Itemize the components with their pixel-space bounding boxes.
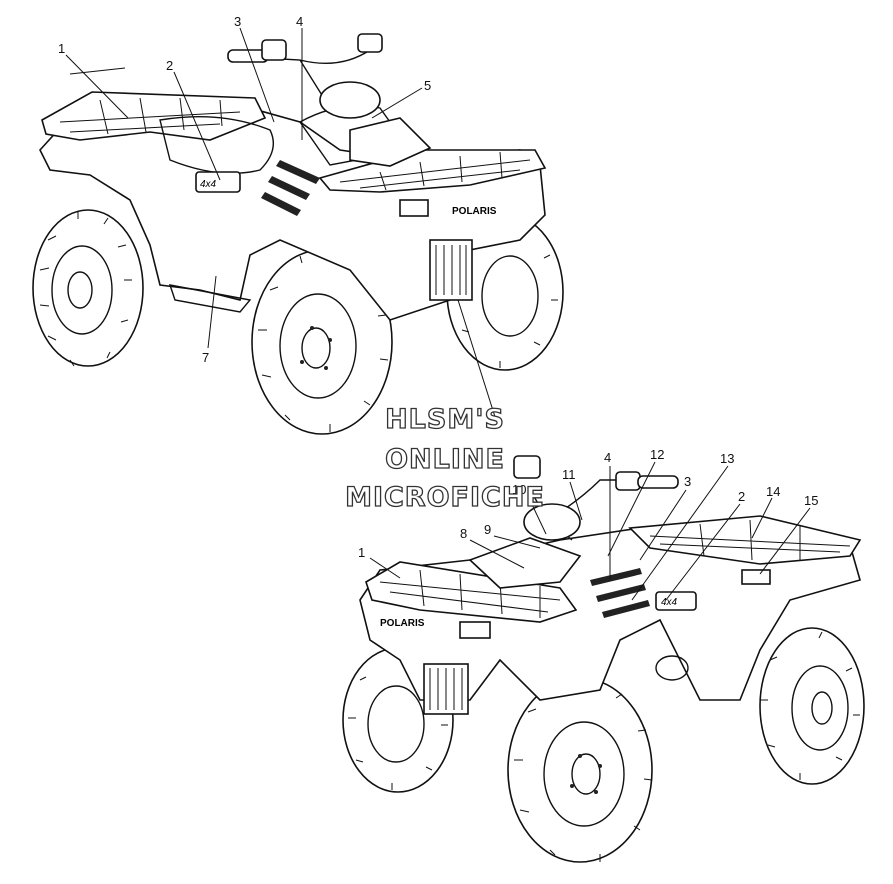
brand-decal-bottom: POLARIS xyxy=(380,618,425,629)
top-callout-1: 1 xyxy=(58,41,65,56)
watermark-line-2: ONLINE xyxy=(385,444,505,475)
top-callout-7: 7 xyxy=(202,350,209,365)
bottom-callout-11: 11 xyxy=(562,467,576,482)
bottom-callout-2: 2 xyxy=(738,489,745,504)
atv-front-right-view: POLARIS 4x4 xyxy=(342,455,865,863)
top-callout-2: 2 xyxy=(166,58,173,73)
bottom-callout-13: 13 xyxy=(720,451,734,466)
brand-decal-top: POLARIS xyxy=(452,206,497,217)
bottom-leader-lines xyxy=(369,461,811,601)
bottom-callout-12: 12 xyxy=(650,447,664,462)
top-callouts: 1 2 3 4 5 7 xyxy=(58,14,431,365)
top-leader-lines xyxy=(65,27,497,421)
bottom-callout-10: 10 xyxy=(512,482,526,497)
watermark: HLSM'S ONLINE MICROFICHE xyxy=(344,403,545,513)
bottom-callout-1: 1 xyxy=(358,545,365,560)
top-callout-4: 4 xyxy=(296,14,303,29)
watermark-line-3: MICROFICHE xyxy=(345,482,545,513)
rear-left-wheel xyxy=(32,209,144,367)
top-callout-3: 3 xyxy=(234,14,241,29)
bottom-callout-15: 15 xyxy=(804,493,818,508)
svg-text:4x4: 4x4 xyxy=(661,597,678,608)
svg-text:4x4: 4x4 xyxy=(200,179,217,190)
front-right-wheel-bottom xyxy=(507,677,653,863)
rear-right-wheel xyxy=(759,627,865,785)
bottom-callout-3: 3 xyxy=(684,474,691,489)
watermark-line-1: HLSM'S xyxy=(385,404,505,435)
top-callout-5: 5 xyxy=(424,78,431,93)
bottom-callout-14: 14 xyxy=(766,484,780,499)
bottom-callouts: 1 8 9 10 11 4 12 13 3 2 14 15 xyxy=(358,447,818,560)
bottom-callout-9: 9 xyxy=(484,522,491,537)
atv-body-bottom: POLARIS 4x4 xyxy=(359,455,862,715)
bottom-callout-4: 4 xyxy=(604,450,611,465)
atv-body: 4x4 POLARIS xyxy=(39,33,547,321)
atv-rear-left-view: 4x4 POLARIS xyxy=(32,33,564,435)
bottom-callout-8: 8 xyxy=(460,526,467,541)
